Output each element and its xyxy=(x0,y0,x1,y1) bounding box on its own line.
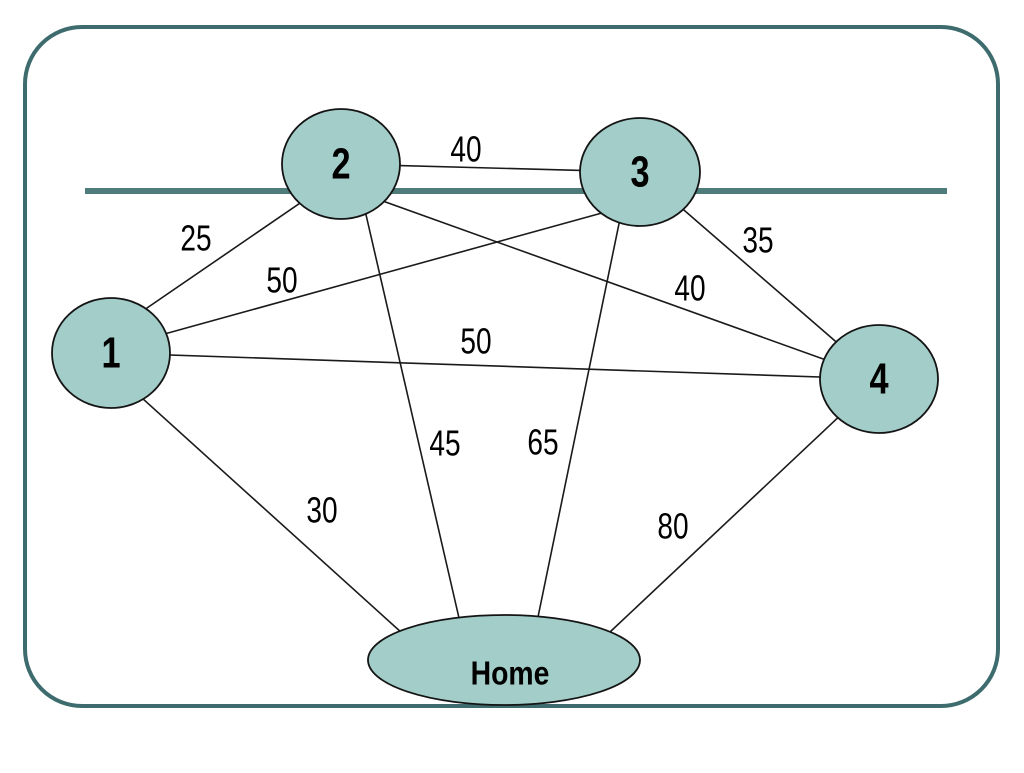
node-4 xyxy=(819,324,939,434)
node-label-1: 1 xyxy=(101,328,120,377)
edge-weight-2-4: 40 xyxy=(674,268,705,308)
edge-weight-3-4: 35 xyxy=(742,220,773,260)
edge-1-4 xyxy=(110,352,880,380)
edge-1-3 xyxy=(149,207,621,339)
node-2 xyxy=(281,108,401,220)
edge-weight-2-3: 40 xyxy=(450,129,481,169)
node-3 xyxy=(579,117,701,227)
node-label-4: 4 xyxy=(869,354,888,403)
slide-frame-border xyxy=(23,25,1000,708)
edge-weight-1-3: 50 xyxy=(266,260,297,300)
node-home xyxy=(367,614,641,706)
edge-weight-1-4: 50 xyxy=(460,321,491,361)
edge-weight-4-home: 80 xyxy=(657,506,688,546)
node-label-home: Home xyxy=(471,654,550,692)
edge-2-4 xyxy=(351,189,880,380)
edge-3-home xyxy=(537,179,629,618)
node-label-2: 2 xyxy=(331,139,350,188)
edge-1-home xyxy=(110,369,403,634)
node-1 xyxy=(51,297,171,409)
node-label-3: 3 xyxy=(630,147,649,196)
edge-weight-1-home: 30 xyxy=(306,490,337,530)
edge-weight-1-2: 25 xyxy=(180,218,211,258)
edge-4-home xyxy=(609,378,880,633)
edge-weight-3-home: 65 xyxy=(527,422,558,462)
edge-weight-2-home: 45 xyxy=(429,423,460,463)
edge-2-home xyxy=(357,179,463,632)
